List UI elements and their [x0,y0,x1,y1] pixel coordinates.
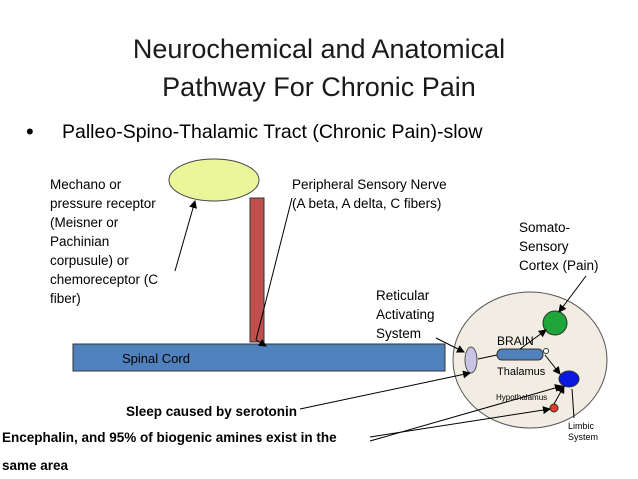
receptor-shape [168,158,260,202]
limbic-label: Limbic System [568,421,599,442]
bullet-marker: • [26,119,34,144]
thalamus-cortex-arrow [519,329,547,350]
nerve-label-line [255,197,293,341]
ras-arrow [435,337,465,353]
cortex-circle [542,310,568,336]
peripheral-nerve-bar [249,197,265,343]
thalamus-limbic-arrow [544,354,561,375]
receptor-label: Mechano or pressure receptor (Meisner or… [50,177,159,306]
reticular-activating-system-shape [464,346,478,374]
hypothalamus-dot [549,403,559,413]
sleep-label: Sleep caused by serotonin [126,404,298,419]
encephalin-label-line2: same area [2,458,69,473]
thalamus-label: Thalamus [497,366,546,378]
encephalin-label-line1: Encephalin, and 95% of biogenic amines e… [2,430,337,445]
sleep-arrow [299,370,471,410]
hypothalamus-label: Hypothalamus [496,393,548,402]
ras-label: Reticular Activating System [376,288,435,341]
receptor-line [174,200,197,272]
brain-label: BRAIN [497,334,534,348]
ras-thalamus-line [477,354,498,360]
spinal-entry-arrow [255,338,267,347]
limbic-label-line [571,388,575,419]
limbic-shape [558,370,580,388]
encephalin-arrow-2 [369,384,563,442]
bullet-text: Palleo-Spino-Thalamic Tract (Chronic Pai… [62,121,483,143]
spinal-cord-bar [72,343,446,372]
cortex-arrow [558,275,587,313]
nerve-label: Peripheral Sensory Nerve (A beta, A delt… [292,177,447,211]
thalamus-node [543,348,549,354]
spinal-cord-label: Spinal Cord [122,351,190,366]
cortex-label: Somato- Sensory Cortex (Pain) [519,220,599,273]
slide-title: Neurochemical and Anatomical Pathway For… [132,34,506,102]
thalamus-bar [496,348,544,361]
